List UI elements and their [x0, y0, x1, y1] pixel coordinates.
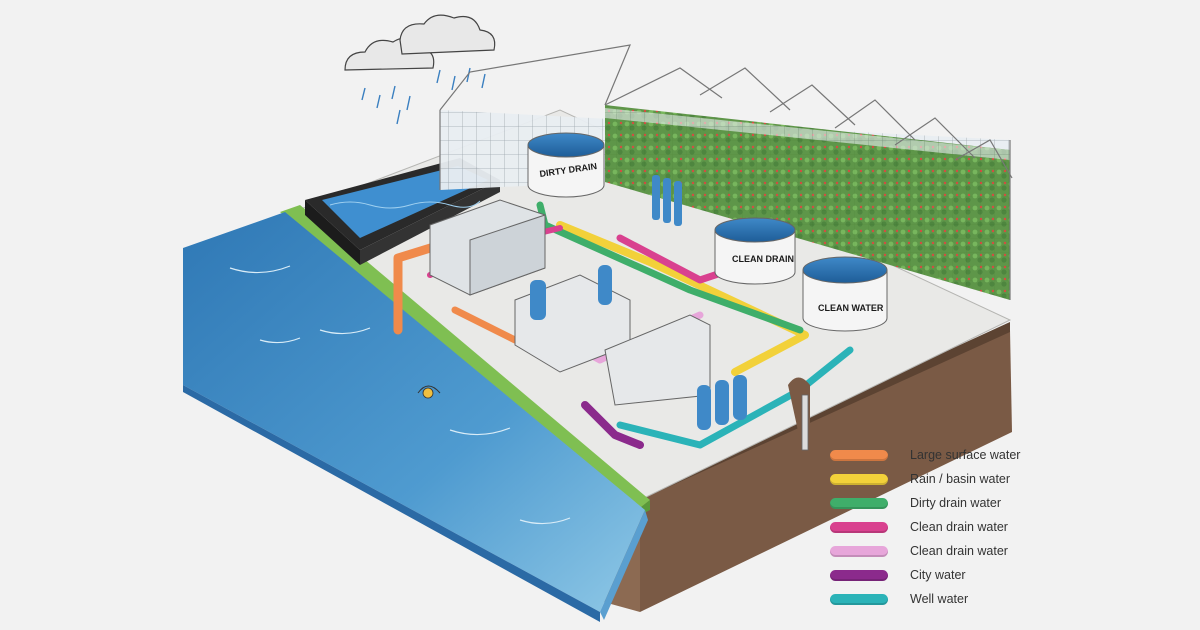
legend-swatch: [830, 473, 888, 485]
legend-label: Dirty drain water: [910, 496, 1001, 510]
legend-swatch: [830, 521, 888, 533]
legend-item: City water: [830, 563, 1030, 587]
right-margin: [1045, 0, 1200, 630]
tank-clean-water: [802, 256, 888, 332]
treatment-unit-right: [604, 314, 711, 406]
legend-label: City water: [910, 568, 966, 582]
legend-label: Rain / basin water: [910, 472, 1011, 486]
filter-columns: [652, 175, 747, 430]
treatment-unit-left: [429, 199, 546, 296]
tank-dirty-drain: [527, 132, 605, 198]
tank-label-clean-water: CLEAN WATER: [818, 303, 884, 313]
pipe-rain-basin-water: [556, 221, 809, 376]
legend-item: Large surface water: [830, 443, 1030, 467]
legend-label: Well water: [910, 592, 969, 606]
left-margin: [0, 0, 155, 630]
legend-item: Clean drain water: [830, 539, 1030, 563]
well: [788, 377, 810, 451]
legend-label: Large surface water: [910, 448, 1021, 462]
treatment-unit-center: [514, 265, 631, 373]
legend-swatch: [830, 449, 888, 461]
legend-item: Dirty drain water: [830, 491, 1030, 515]
rain-cloud: [344, 14, 496, 125]
legend-item: Well water: [830, 587, 1030, 611]
tank-clean-drain: [714, 217, 796, 285]
legend-swatch: [830, 593, 888, 605]
legend-item: Rain / basin water: [830, 467, 1030, 491]
legend-label: Clean drain water: [910, 520, 1008, 534]
river: [183, 212, 648, 622]
legend-label: Clean drain water: [910, 544, 1008, 558]
tank-label-clean-drain: CLEAN DRAIN: [732, 254, 794, 264]
legend-item: Clean drain water: [830, 515, 1030, 539]
pipe-well-water: [616, 346, 854, 449]
pipe-city-water: [581, 401, 644, 449]
legend-swatch: [830, 545, 888, 557]
legend-swatch: [830, 497, 888, 509]
legend-swatch: [830, 569, 888, 581]
